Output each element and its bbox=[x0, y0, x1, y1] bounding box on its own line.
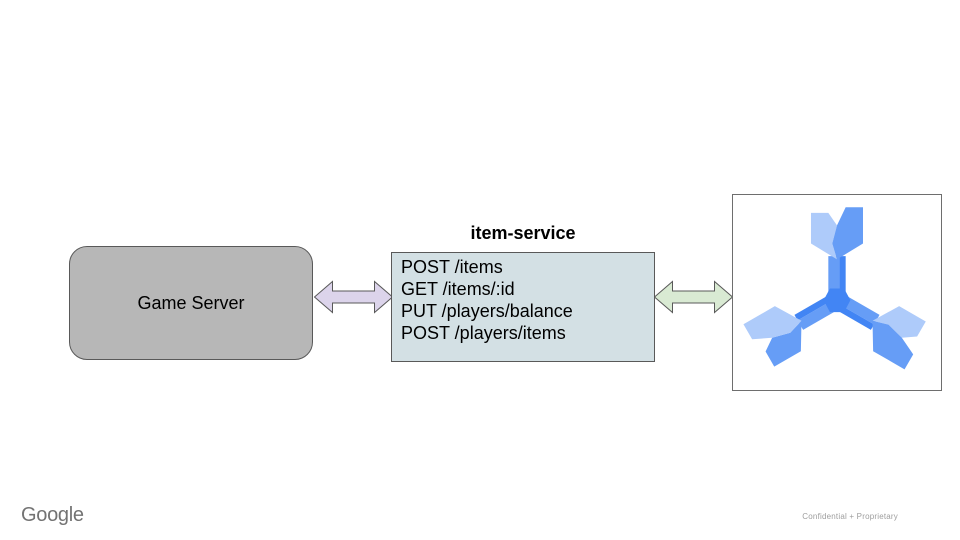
game-server-box: Game Server bbox=[69, 246, 313, 360]
right-arrow-shape bbox=[654, 280, 733, 314]
endpoint-line: GET /items/:id bbox=[401, 279, 515, 299]
spanner-hub bbox=[823, 288, 851, 313]
endpoint-line: POST /items bbox=[401, 257, 503, 277]
left-arrow-shape bbox=[314, 280, 393, 314]
endpoint-line: POST /players/items bbox=[401, 323, 566, 343]
google-wordmark: Google bbox=[21, 504, 84, 526]
cloud-spanner-icon bbox=[743, 207, 926, 370]
left-double-arrow-icon bbox=[314, 280, 393, 314]
item-service-box: POST /items GET /items/:id PUT /players/… bbox=[391, 252, 655, 362]
endpoint-line: PUT /players/balance bbox=[401, 301, 573, 321]
game-server-label: Game Server bbox=[137, 292, 245, 313]
item-service-title: item-service bbox=[470, 223, 576, 243]
confidential-note: Confidential + Proprietary bbox=[802, 512, 898, 521]
right-double-arrow-icon bbox=[654, 280, 733, 314]
database-box bbox=[732, 194, 942, 391]
